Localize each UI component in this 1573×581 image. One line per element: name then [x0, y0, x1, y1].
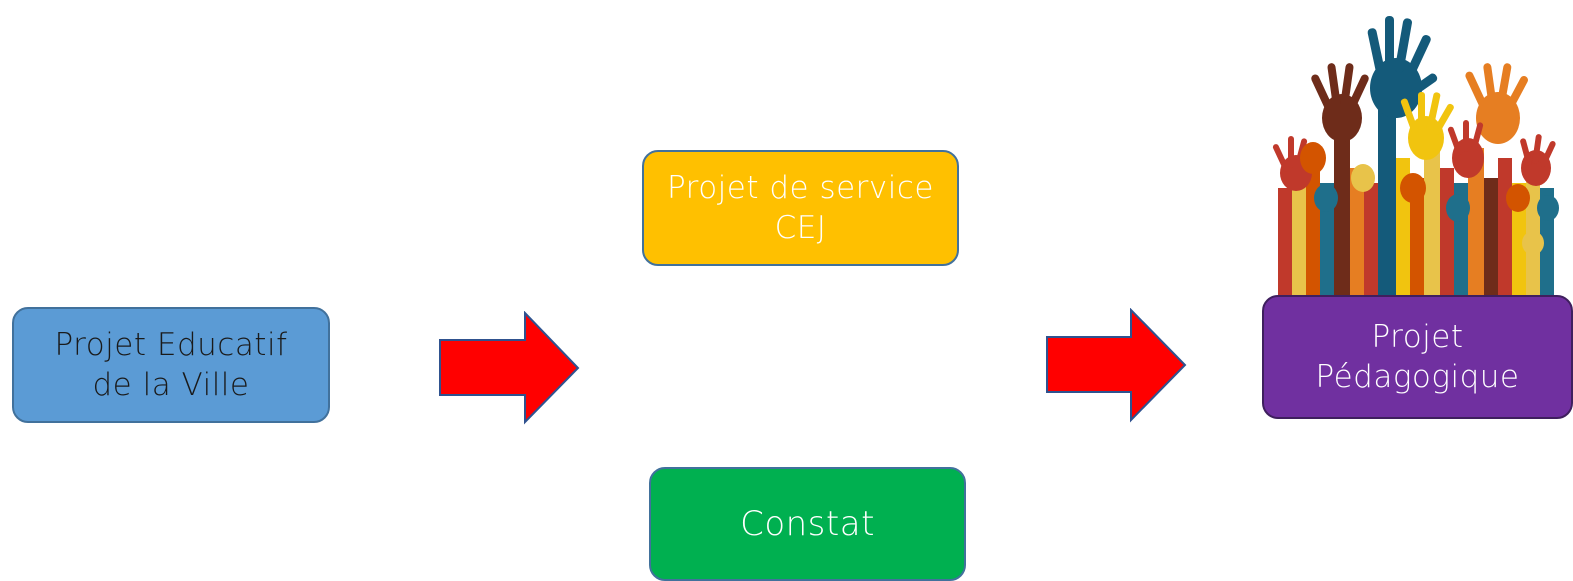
constat-box: Constat [649, 467, 966, 581]
projet-service-line2: CEJ [774, 210, 827, 246]
projet-pedagogique-line1: Projet [1371, 318, 1464, 355]
right-arrow-icon [1046, 308, 1187, 423]
projet-educatif-line2: de la Ville [92, 367, 250, 403]
constat-label: Constat [740, 503, 875, 544]
projet-educatif-line1: Projet Educatif [54, 326, 288, 363]
projet-service-line1: Projet de service [666, 169, 935, 206]
projet-pedagogique-line2: Pédagogique [1315, 359, 1520, 395]
projet-educatif-box: Projet Educatif de la Ville [12, 307, 330, 423]
projet-service-box: Projet de service CEJ [642, 150, 959, 266]
raised-hands-icon [1272, 16, 1559, 298]
projet-pedagogique-box: Projet Pédagogique [1262, 295, 1573, 419]
right-arrow-icon [439, 311, 580, 425]
